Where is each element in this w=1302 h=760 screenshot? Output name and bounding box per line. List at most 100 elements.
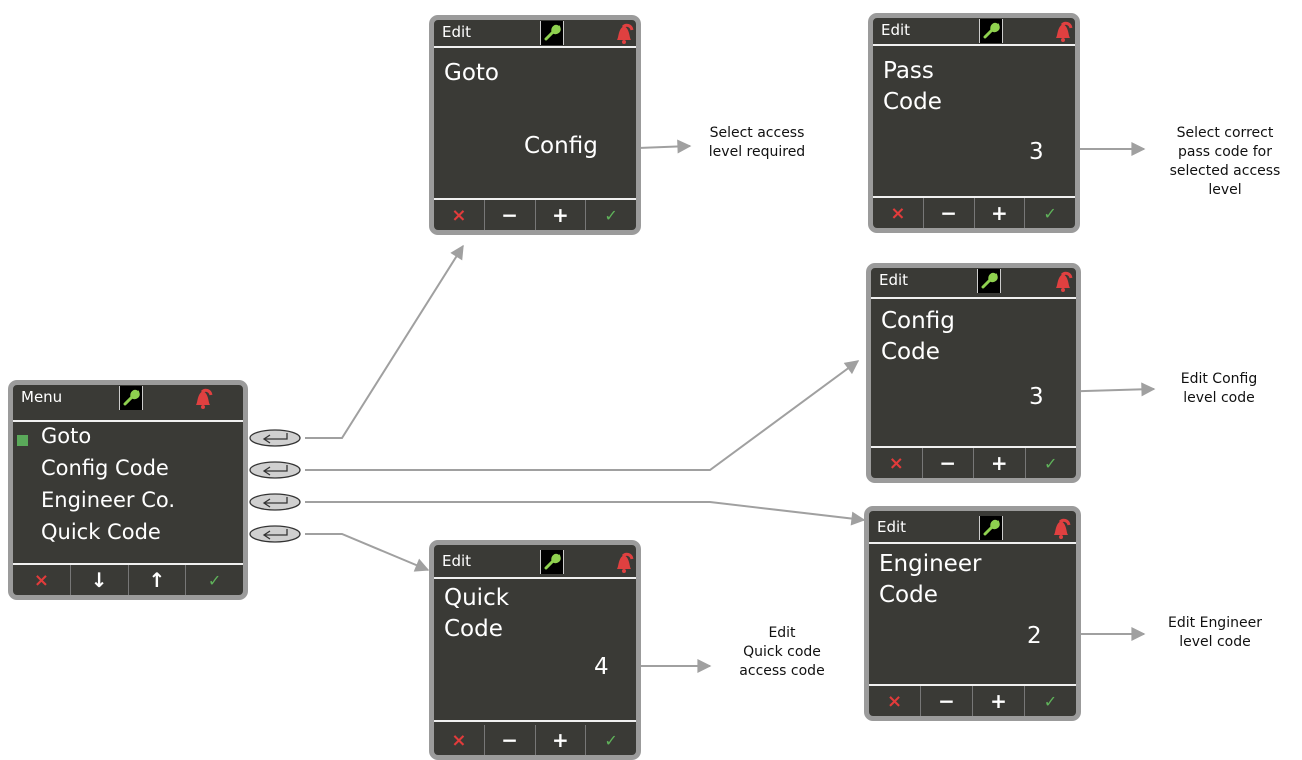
- cancel-button[interactable]: ×: [451, 204, 467, 226]
- enter-key-icon[interactable]: [249, 461, 301, 479]
- arrow-engineer-to-engineer-screen: [305, 501, 866, 526]
- pass-header-bar: Edit: [873, 18, 1075, 43]
- edit-button-row: × − + ✓: [869, 686, 1076, 716]
- cancel-button[interactable]: ×: [451, 729, 467, 751]
- engineer-header-bar: Edit: [869, 511, 1076, 540]
- increment-button[interactable]: +: [534, 725, 586, 755]
- config-header-bar: Edit: [871, 268, 1076, 293]
- footer-divider: [869, 684, 1076, 686]
- header-divider: [434, 46, 636, 48]
- screen-title: Engineer Code: [879, 551, 982, 608]
- menu-item-config-code[interactable]: Config Code: [41, 456, 169, 480]
- footer-divider: [434, 720, 636, 722]
- cancel-button[interactable]: ×: [33, 569, 49, 591]
- screen-header-label: Edit: [877, 518, 907, 536]
- arrow-goto-to-goto-screen: [305, 244, 464, 439]
- edit-button-row: × − + ✓: [434, 200, 636, 230]
- wrench-icon: [119, 386, 143, 410]
- decrement-button[interactable]: −: [921, 448, 974, 478]
- goto-header-bar: Edit: [434, 20, 636, 45]
- engineer-code-value[interactable]: 2: [1027, 623, 1042, 649]
- cancel-button[interactable]: ×: [888, 452, 904, 474]
- arrow-quick-code-to-quick-screen: [305, 533, 430, 572]
- screen-title: Config Code: [881, 308, 955, 365]
- engineer-code-screen: Edit Engineer Code 2 × − + ✓: [864, 506, 1081, 721]
- confirm-button[interactable]: ✓: [1024, 198, 1075, 228]
- config-code-screen: Edit Config Code 3 × − + ✓: [866, 263, 1081, 483]
- confirm-button[interactable]: ✓: [585, 200, 636, 230]
- enter-key-icon[interactable]: [249, 525, 301, 543]
- decrement-button[interactable]: −: [922, 198, 974, 228]
- edit-button-row: × − + ✓: [871, 448, 1076, 478]
- decrement-button[interactable]: −: [483, 725, 535, 755]
- caption-quick: Edit Quick code access code: [739, 625, 825, 679]
- caption-pass: Select correct pass code for selected ac…: [1169, 125, 1281, 198]
- screen-title: Pass Code: [883, 58, 942, 115]
- increment-button[interactable]: +: [534, 200, 586, 230]
- config-code-value[interactable]: 3: [1029, 384, 1044, 410]
- access-level-value[interactable]: Config: [524, 133, 598, 159]
- decrement-button[interactable]: −: [920, 686, 972, 716]
- confirm-button[interactable]: ✓: [1024, 686, 1076, 716]
- cancel-button[interactable]: ×: [890, 202, 906, 224]
- wrench-icon: [979, 516, 1003, 540]
- header-divider: [13, 420, 243, 422]
- edit-button-row: × − + ✓: [873, 198, 1075, 228]
- increment-button[interactable]: +: [972, 686, 1024, 716]
- screen-title: Quick Code: [444, 585, 510, 642]
- screen-header-label: Edit: [442, 552, 472, 570]
- screen-header-label: Edit: [442, 23, 472, 41]
- quick-code-value[interactable]: 4: [594, 654, 609, 680]
- enter-key-icon[interactable]: [249, 493, 301, 511]
- wrench-icon: [540, 21, 564, 45]
- goto-screen: Edit Goto Config × − + ✓: [429, 15, 641, 235]
- pass-code-screen: Edit Pass Code 3 × − + ✓: [868, 13, 1080, 233]
- header-divider: [869, 542, 1076, 544]
- up-button[interactable]: ↑: [127, 565, 186, 595]
- alarm-bell-icon: [1056, 271, 1073, 292]
- menu-item-goto[interactable]: Goto: [41, 424, 92, 448]
- caption-engineer: Edit Engineer level code: [1168, 615, 1262, 650]
- confirm-button[interactable]: ✓: [185, 565, 243, 595]
- menu-item-engineer-code[interactable]: Engineer Co.: [41, 488, 176, 512]
- menu-item-quick-code[interactable]: Quick Code: [41, 520, 161, 544]
- down-button[interactable]: ↓: [69, 565, 128, 595]
- footer-divider: [434, 198, 636, 200]
- wrench-icon: [979, 19, 1003, 43]
- cancel-button[interactable]: ×: [886, 690, 903, 712]
- menu-screen: Menu Goto Config Code Engineer Co. Quick…: [8, 380, 248, 600]
- footer-divider: [871, 446, 1076, 448]
- increment-button[interactable]: +: [973, 198, 1025, 228]
- wrench-icon: [977, 269, 1001, 293]
- header-divider: [871, 297, 1076, 299]
- selection-marker: [17, 435, 28, 446]
- menu-header-bar: Menu: [13, 385, 243, 410]
- screen-title: Goto: [444, 60, 499, 86]
- arrow-config-code-to-config-screen: [305, 360, 860, 471]
- alarm-bell-icon: [196, 388, 213, 409]
- enter-key-icon[interactable]: [249, 429, 301, 447]
- header-divider: [873, 44, 1075, 46]
- caption-config: Edit Config level code: [1180, 371, 1258, 406]
- wrench-icon: [540, 550, 564, 574]
- alarm-bell-icon: [617, 23, 634, 44]
- confirm-button[interactable]: ✓: [585, 725, 636, 755]
- screen-header-label: Edit: [879, 271, 909, 289]
- increment-button[interactable]: +: [973, 448, 1025, 478]
- decrement-button[interactable]: −: [483, 200, 535, 230]
- quick-code-screen: Edit Quick Code 4 × − + ✓: [429, 540, 641, 760]
- quick-header-bar: Edit: [434, 545, 636, 574]
- footer-divider: [13, 563, 243, 565]
- screen-header-label: Edit: [881, 21, 911, 39]
- footer-divider: [873, 196, 1075, 198]
- pass-code-value[interactable]: 3: [1029, 139, 1044, 165]
- menu-header-label: Menu: [21, 388, 63, 406]
- alarm-bell-icon: [1054, 518, 1071, 539]
- alarm-bell-icon: [1056, 21, 1073, 42]
- confirm-button[interactable]: ✓: [1024, 448, 1077, 478]
- alarm-bell-icon: [617, 552, 634, 573]
- header-divider: [434, 577, 636, 579]
- caption-goto: Select access level required: [708, 125, 806, 160]
- menu-button-row: × ↓ ↑ ✓: [13, 565, 243, 595]
- edit-button-row: × − + ✓: [434, 725, 636, 755]
